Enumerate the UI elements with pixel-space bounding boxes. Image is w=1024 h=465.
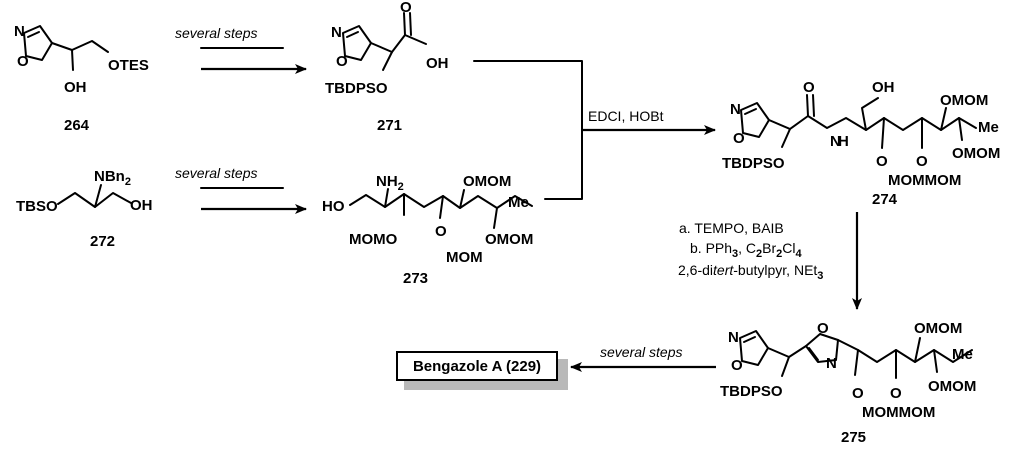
atom-tbdpso: TBDPSO [325,80,388,97]
atom-o: O [731,357,743,374]
product-box: Bengazole A (229) [396,351,568,390]
label-264: 264 [64,117,90,134]
atom-tbdpso: TBDPSO [722,155,785,172]
atom-o: O [435,223,447,240]
atom-nh: H [838,133,849,150]
atom-o: O [336,53,348,70]
atom-mommom: MOMMOM [862,404,935,421]
label-271: 271 [377,117,402,134]
atom-omom: OMOM [940,92,988,109]
atom-oh: OH [872,79,895,96]
atom-n: N [331,24,342,41]
atom-mommom: MOMMOM [888,172,961,189]
atom-otes: OTES [108,57,149,74]
atom-o: O [890,385,902,402]
compound-273: HO NH2 MOMO O MOM OMOM OMOM Me 273 [322,173,533,287]
atom-tbdpso: TBDPSO [720,383,783,400]
compound-264: N O OTES OH 264 [14,23,149,134]
atom-oh: OH [426,55,449,72]
atom-oh: OH [130,197,153,214]
atom-tbso: TBSO [16,198,58,215]
atom-ho: HO [322,198,345,215]
atom-omom: OMOM [914,320,962,337]
atom-nh: N [830,133,841,150]
product-name: Bengazole A (229) [413,358,541,375]
atom-n: N [826,355,837,372]
condition-step-a: a. TEMPO, BAIB [679,220,784,236]
atom-omom: OMOM [952,145,1000,162]
condition-several-steps: several steps [175,25,257,41]
atom-me: Me [508,194,529,211]
condition-coupling: EDCI, HOBt [588,108,664,124]
atom-n: N [730,101,741,118]
label-272: 272 [90,233,115,250]
label-274: 274 [872,191,898,208]
atom-o: O [17,53,29,70]
atom-o: O [733,130,745,147]
condition-base: 2,6-ditert-butylpyr, NEt3 [678,262,823,282]
atom-mom: MOM [446,249,483,266]
reaction-arrow-3: a. TEMPO, BAIB b. PPh3, C2Br2Cl4 2,6-dit… [678,212,862,310]
atom-momo: MOMO [349,231,398,248]
atom-oh: OH [64,79,87,96]
atom-o: O [803,79,815,96]
atom-o: O [876,153,888,170]
atom-o: O [400,0,412,16]
reaction-arrow-4: several steps [570,344,716,372]
condition-several-steps: several steps [600,344,682,360]
atom-n: N [14,23,25,40]
atom-o: O [817,320,829,337]
atom-nbn: NBn2 [94,168,131,188]
atom-omom: OMOM [485,231,533,248]
condition-step-b: b. PPh3, C2Br2Cl4 [690,240,803,260]
reaction-arrow-1: several steps [175,25,307,74]
label-273: 273 [403,270,428,287]
atom-omom: OMOM [463,173,511,190]
atom-n: N [728,329,739,346]
coupling-bracket: EDCI, HOBt [473,60,716,200]
atom-o: O [916,153,928,170]
compound-271: N O O OH TBDPSO 271 [325,0,449,134]
label-275: 275 [841,429,866,446]
product-box-frame [396,351,558,381]
atom-o: O [852,385,864,402]
atom-omom: OMOM [928,378,976,395]
atom-me: Me [952,346,973,363]
atom-nh2: NH2 [376,173,404,193]
condition-several-steps: several steps [175,165,257,181]
reaction-arrow-2: several steps [175,165,307,214]
atom-me: Me [978,119,999,136]
compound-274: N O O N H OH TBDPSO O O MOMMOM OMOM Me O… [722,79,1000,208]
compound-272: TBSO NBn2 OH 272 [16,168,153,250]
compound-275: N O TBDPSO O N O O MOMMOM OMOM Me OMOM 2… [720,320,976,446]
